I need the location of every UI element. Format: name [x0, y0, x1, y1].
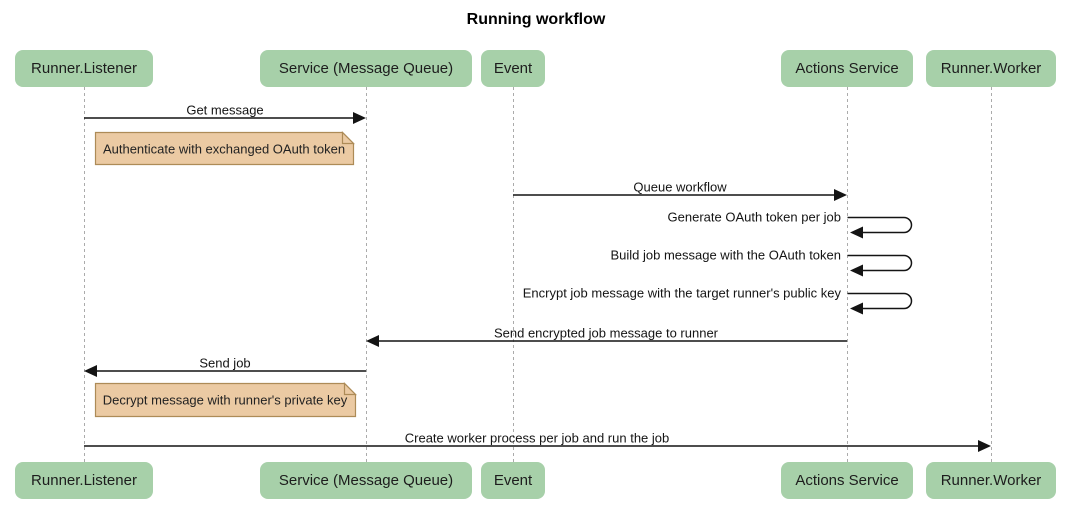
participant-bottom-event: Event: [481, 462, 545, 499]
participant-top-actions-service: Actions Service: [781, 50, 913, 87]
participant-bottom-actions-service: Actions Service: [781, 462, 913, 499]
arrow-get-message: [84, 112, 366, 124]
note-authenticate-shape: [94, 131, 355, 166]
message-label-generate-oauth-token: Generate OAuth token per job: [667, 209, 841, 225]
message-label-build-job-message: Build job message with the OAuth token: [610, 247, 841, 263]
participant-top-service-message-queue: Service (Message Queue): [260, 50, 472, 87]
participant-bottom-runner-worker: Runner.Worker: [926, 462, 1056, 499]
note-authenticate-text: Authenticate with exchanged OAuth token: [102, 141, 346, 157]
message-label-encrypt-job-message: Encrypt job message with the target runn…: [522, 285, 841, 301]
diagram-title: Running workflow: [466, 11, 606, 28]
participant-bottom-runner-listener: Runner.Listener: [15, 462, 153, 499]
participant-top-runner-worker: Runner.Worker: [926, 50, 1056, 87]
arrow-send-encrypted-job-message: [366, 335, 847, 347]
arrow-build-job-message-self: [847, 254, 913, 277]
message-label-get-message: Get message: [186, 102, 264, 118]
arrow-encrypt-job-message-self: [847, 292, 913, 315]
note-decrypt-shape: [94, 382, 357, 418]
message-label-send-job: Send job: [199, 355, 251, 371]
message-label-send-encrypted-job-message: Send encrypted job message to runner: [493, 325, 719, 341]
participant-top-event: Event: [481, 50, 545, 87]
message-label-create-worker-process: Create worker process per job and run th…: [404, 430, 670, 446]
arrow-create-worker-process: [84, 440, 991, 452]
arrow-queue-workflow: [513, 189, 847, 201]
message-label-queue-workflow: Queue workflow: [633, 179, 727, 195]
arrow-generate-oauth-token-self: [847, 216, 913, 239]
note-decrypt-text: Decrypt message with runner's private ke…: [102, 392, 348, 408]
arrow-send-job: [84, 365, 366, 377]
participant-top-runner-listener: Runner.Listener: [15, 50, 153, 87]
participant-bottom-service-message-queue: Service (Message Queue): [260, 462, 472, 499]
